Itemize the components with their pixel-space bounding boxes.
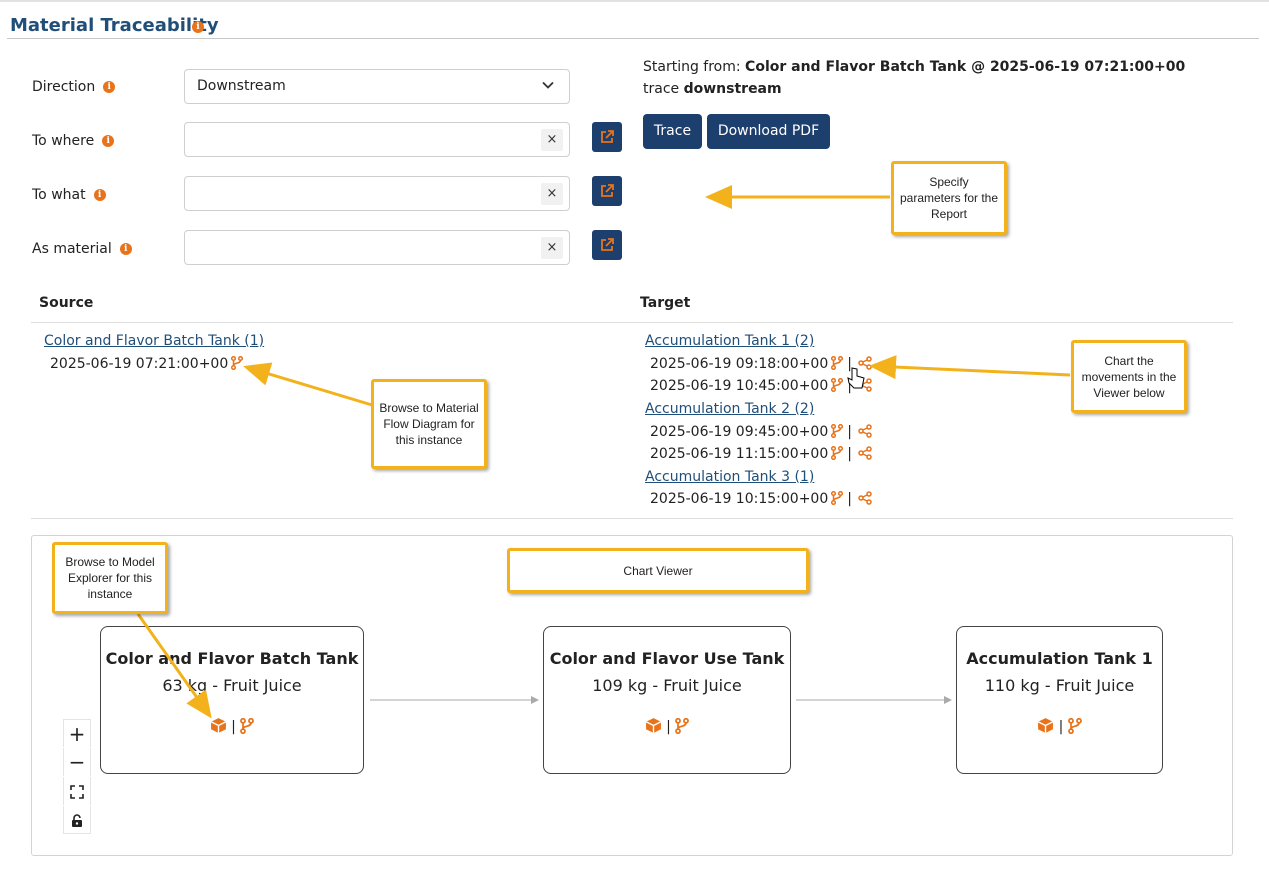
callout-browse-model-explorer: Browse to Model Explorer for this instan… bbox=[52, 542, 168, 614]
summary-subject: Color and Flavor Batch Tank @ 2025-06-19… bbox=[745, 59, 1186, 75]
callout-arrow-chart-movements bbox=[869, 355, 1071, 380]
top-border bbox=[0, 0, 1269, 2]
target-link-accumulation-tank-1[interactable]: Accumulation Tank 1 (2) bbox=[645, 333, 815, 349]
table-row: 2025-06-19 10:15:00+00 | bbox=[650, 491, 872, 507]
node-icons: | bbox=[101, 717, 363, 735]
as-material-field[interactable]: × bbox=[184, 230, 570, 265]
fit-view-icon bbox=[70, 785, 84, 799]
direction-info-icon[interactable]: i bbox=[103, 81, 116, 93]
chart-viewer[interactable] bbox=[31, 535, 1233, 856]
clear-icon[interactable]: × bbox=[541, 129, 563, 151]
node-title: Color and Flavor Batch Tank bbox=[105, 649, 359, 668]
table-row: 2025-06-19 07:21:00+00 bbox=[50, 356, 243, 372]
separator: | bbox=[666, 719, 671, 735]
download-pdf-button[interactable]: Download PDF bbox=[707, 114, 830, 149]
callout-specify-parameters: Specify parameters for the Report bbox=[891, 161, 1007, 235]
target-timestamp: 2025-06-19 09:45:00+00 bbox=[650, 424, 829, 440]
callout-browse-flow-diagram: Browse to Material Flow Diagram for this… bbox=[371, 379, 487, 469]
callout-chart-viewer: Chart Viewer bbox=[507, 548, 809, 593]
node-icons: | bbox=[544, 717, 790, 735]
target-timestamp: 2025-06-19 10:45:00+00 bbox=[650, 378, 829, 394]
lock-button[interactable] bbox=[63, 806, 91, 834]
source-timestamp: 2025-06-19 07:21:00+00 bbox=[50, 356, 229, 372]
fit-view-button[interactable] bbox=[63, 777, 91, 805]
zoom-in-button[interactable]: + bbox=[63, 719, 91, 747]
clear-icon[interactable]: × bbox=[541, 183, 563, 205]
chevron-down-icon bbox=[542, 81, 554, 89]
direction-label: Direction i bbox=[32, 79, 116, 95]
separator: | bbox=[1058, 719, 1064, 735]
summary-middle: trace bbox=[643, 81, 684, 97]
node-title: Color and Flavor Use Tank bbox=[549, 649, 785, 668]
target-timestamp: 2025-06-19 10:15:00+00 bbox=[650, 491, 829, 507]
callout-arrow-browse-flow bbox=[243, 362, 373, 407]
target-header: Target bbox=[640, 295, 691, 311]
trace-summary: Starting from: Color and Flavor Batch Ta… bbox=[643, 56, 1203, 100]
target-link-accumulation-tank-3[interactable]: Accumulation Tank 3 (1) bbox=[645, 469, 815, 485]
separator: | bbox=[231, 719, 236, 735]
lock-icon bbox=[72, 814, 82, 827]
node-subtitle: 109 kg - Fruit Juice bbox=[592, 676, 742, 695]
to-where-info-icon[interactable]: i bbox=[102, 135, 115, 147]
separator: | bbox=[847, 491, 852, 507]
to-where-field[interactable]: × bbox=[184, 122, 570, 157]
node-icons: | bbox=[957, 717, 1162, 735]
title-divider bbox=[7, 38, 1259, 39]
source-link[interactable]: Color and Flavor Batch Tank (1) bbox=[44, 333, 265, 349]
separator: | bbox=[847, 378, 852, 394]
to-what-field[interactable]: × bbox=[184, 176, 570, 211]
to-where-label-text: To where bbox=[32, 133, 95, 149]
table-row: 2025-06-19 09:45:00+00 | bbox=[650, 424, 872, 440]
trace-button[interactable]: Trace bbox=[643, 114, 702, 149]
flow-node-accumulation-tank[interactable]: Accumulation Tank 1 110 kg - Fruit Juice… bbox=[956, 626, 1163, 774]
summary-direction: downstream bbox=[683, 81, 782, 97]
summary-prefix: Starting from: bbox=[643, 59, 746, 75]
external-link-icon bbox=[601, 238, 614, 251]
to-what-external-button[interactable] bbox=[592, 176, 622, 206]
separator: | bbox=[847, 424, 852, 440]
source-header: Source bbox=[39, 295, 94, 311]
node-subtitle: 110 kg - Fruit Juice bbox=[984, 676, 1135, 695]
table-row: 2025-06-19 09:18:00+00 | bbox=[650, 356, 872, 372]
direction-select[interactable]: Downstream bbox=[184, 69, 570, 104]
target-timestamp: 2025-06-19 09:18:00+00 bbox=[650, 356, 829, 372]
to-what-info-icon[interactable]: i bbox=[93, 189, 106, 201]
to-where-label: To where i bbox=[32, 133, 115, 149]
title-info-icon[interactable]: i bbox=[192, 21, 204, 33]
target-timestamp: 2025-06-19 11:15:00+00 bbox=[650, 446, 829, 462]
table-bottom-divider bbox=[31, 518, 1233, 519]
node-title: Accumulation Tank 1 bbox=[966, 649, 1153, 668]
separator: | bbox=[847, 356, 852, 372]
table-header-divider bbox=[31, 322, 1233, 323]
external-link-icon bbox=[601, 184, 614, 197]
to-what-label: To what i bbox=[32, 187, 106, 203]
zoom-out-button[interactable]: − bbox=[63, 748, 91, 776]
clear-icon[interactable]: × bbox=[541, 237, 563, 259]
callout-arrow-browse-model bbox=[136, 613, 212, 719]
flow-node-use-tank[interactable]: Color and Flavor Use Tank 109 kg - Fruit… bbox=[543, 626, 791, 774]
callout-chart-movements: Chart the movements in the Viewer below bbox=[1071, 340, 1187, 413]
as-material-info-icon[interactable]: i bbox=[119, 243, 132, 255]
separator: | bbox=[847, 446, 852, 462]
to-what-label-text: To what bbox=[32, 187, 86, 203]
as-material-label-text: As material bbox=[32, 241, 112, 257]
page-title: Material Traceability bbox=[10, 15, 219, 36]
direction-value: Downstream bbox=[197, 78, 286, 94]
as-material-label: As material i bbox=[32, 241, 132, 257]
direction-label-text: Direction bbox=[32, 79, 96, 95]
external-link-icon bbox=[601, 130, 614, 143]
table-row: 2025-06-19 11:15:00+00 | bbox=[650, 446, 872, 462]
as-material-external-button[interactable] bbox=[592, 230, 622, 260]
target-link-accumulation-tank-2[interactable]: Accumulation Tank 2 (2) bbox=[645, 401, 815, 417]
table-row: 2025-06-19 10:45:00+00 | bbox=[650, 378, 872, 394]
to-where-external-button[interactable] bbox=[592, 122, 622, 152]
